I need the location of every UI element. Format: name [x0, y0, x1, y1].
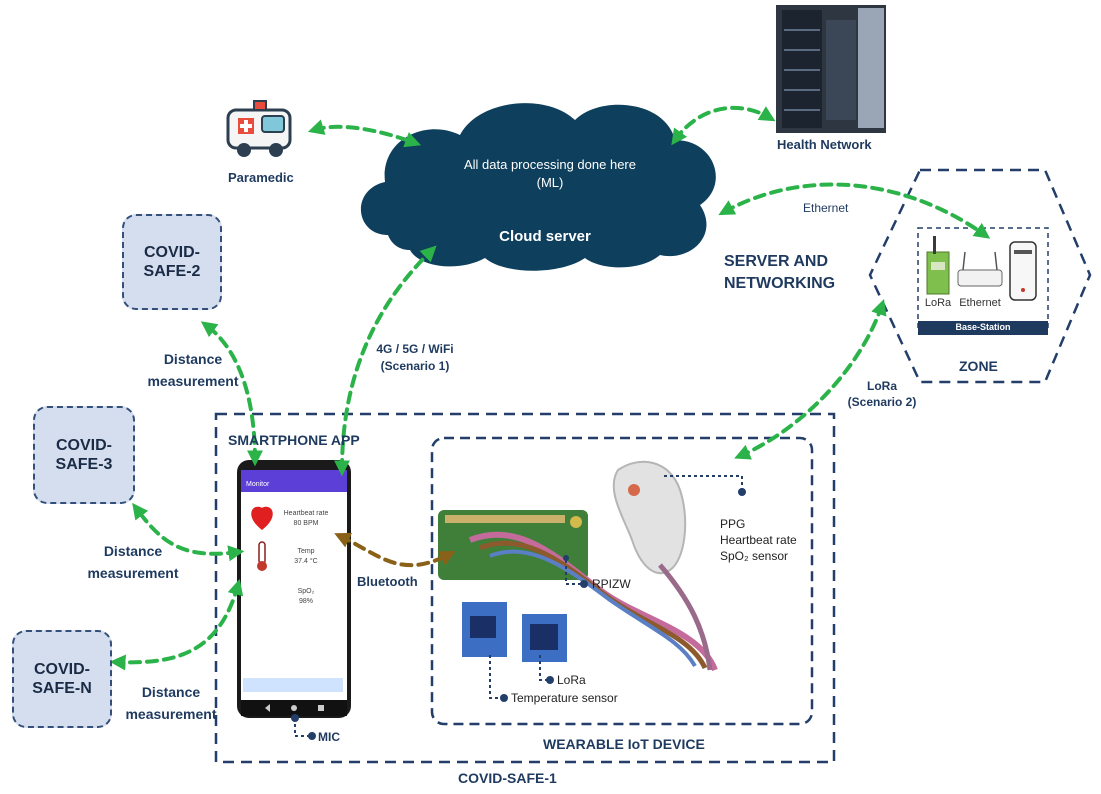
gateway-device-icon: [1009, 241, 1037, 301]
arrow-phone-safen: [109, 578, 244, 671]
health-network-label: Health Network: [777, 137, 872, 152]
callout-leaders: [294, 475, 743, 737]
paramedic-label: Paramedic: [228, 170, 294, 185]
smartphone-app-label: SMARTPHONE APP: [228, 432, 360, 448]
ambulance-icon: [226, 100, 292, 157]
arrow-phone-cloud: [334, 245, 437, 477]
spo2-value: 98%: [298, 598, 313, 605]
link-lora-label: LoRa (Scenario 2): [847, 379, 917, 409]
distance-label-mid: Distance measurement: [87, 543, 179, 581]
distance-label-bottom: Distance measurement: [125, 684, 217, 722]
link-4g-label: 4G / 5G / WiFi (Scenario 1): [376, 342, 454, 373]
green-arrows: [109, 105, 991, 671]
heartbeat-label: Heartbeat rate: [283, 510, 329, 517]
covid-safe-3-node: COVID- SAFE-3: [33, 406, 135, 504]
temp-value: 37.4 °C: [294, 558, 318, 565]
arrow-cloud-health: [671, 105, 776, 146]
wearable-device-box: [430, 436, 814, 726]
ppg-sensor: [612, 460, 713, 671]
temp-label: Temp: [297, 548, 315, 555]
lora-module-icon: [926, 236, 950, 295]
temperature-sensor-label: Temperature sensor: [511, 691, 618, 705]
ppg-line-3: SpO₂ sensor: [720, 549, 789, 563]
zone-ethernet-label: Ethernet: [959, 297, 1001, 309]
lora-board: [522, 614, 567, 662]
ppg-line-2: Heartbeat rate: [720, 533, 797, 547]
ethernet-link-label: Ethernet: [803, 201, 849, 215]
rpizw-label: RPIZW: [592, 577, 631, 591]
temperature-sensor-board: [462, 602, 507, 657]
cloud-server-label: Cloud server: [499, 228, 591, 245]
base-station-label: Base-Station: [955, 322, 1011, 332]
covid-safe-1-label: COVID-SAFE-1: [458, 770, 557, 786]
spo2-label: SpO₂: [297, 588, 315, 595]
covid-safe-n-node: COVID- SAFE-N: [12, 630, 112, 728]
zone-lora-label: LoRa: [924, 297, 952, 309]
wearable-title: WEARABLE IoT DEVICE: [543, 736, 705, 752]
thermometer-icon: [258, 541, 266, 565]
datacenter-image: [776, 5, 886, 133]
heartbeat-value: 80 BPM: [293, 520, 319, 527]
smartphone: [237, 460, 351, 718]
distance-label-top: Distance measurement: [147, 351, 239, 389]
mic-label: MIC: [318, 730, 340, 744]
lora-board-label: LoRa: [557, 673, 586, 687]
arrow-cloud-zone: [718, 182, 991, 239]
heart-icon: [251, 506, 273, 530]
cloud-server-shape: [360, 103, 716, 271]
arrow-zone-wearable: [734, 298, 887, 460]
zone-label: ZONE: [959, 358, 998, 374]
cloud-processing-label: All data processing done here (ML): [463, 157, 636, 190]
bluetooth-label: Bluetooth: [357, 574, 418, 589]
covid-safe-2-node: COVID- SAFE-2: [122, 214, 222, 310]
arrow-phone-safe2: [200, 321, 263, 467]
covid-safe-1-box: [214, 412, 836, 764]
arrow-phone-safe3: [132, 502, 245, 562]
server-networking-label: SERVER AND NETWORKING: [724, 253, 836, 292]
ppg-line-1: PPG: [720, 517, 746, 531]
arrow-bluetooth: [334, 532, 456, 568]
router-icon: [957, 251, 1003, 287]
phone-app-title: Monitor: [246, 481, 270, 488]
raspberry-pi-board: [438, 510, 718, 672]
arrow-paramedic-cloud: [307, 119, 421, 148]
